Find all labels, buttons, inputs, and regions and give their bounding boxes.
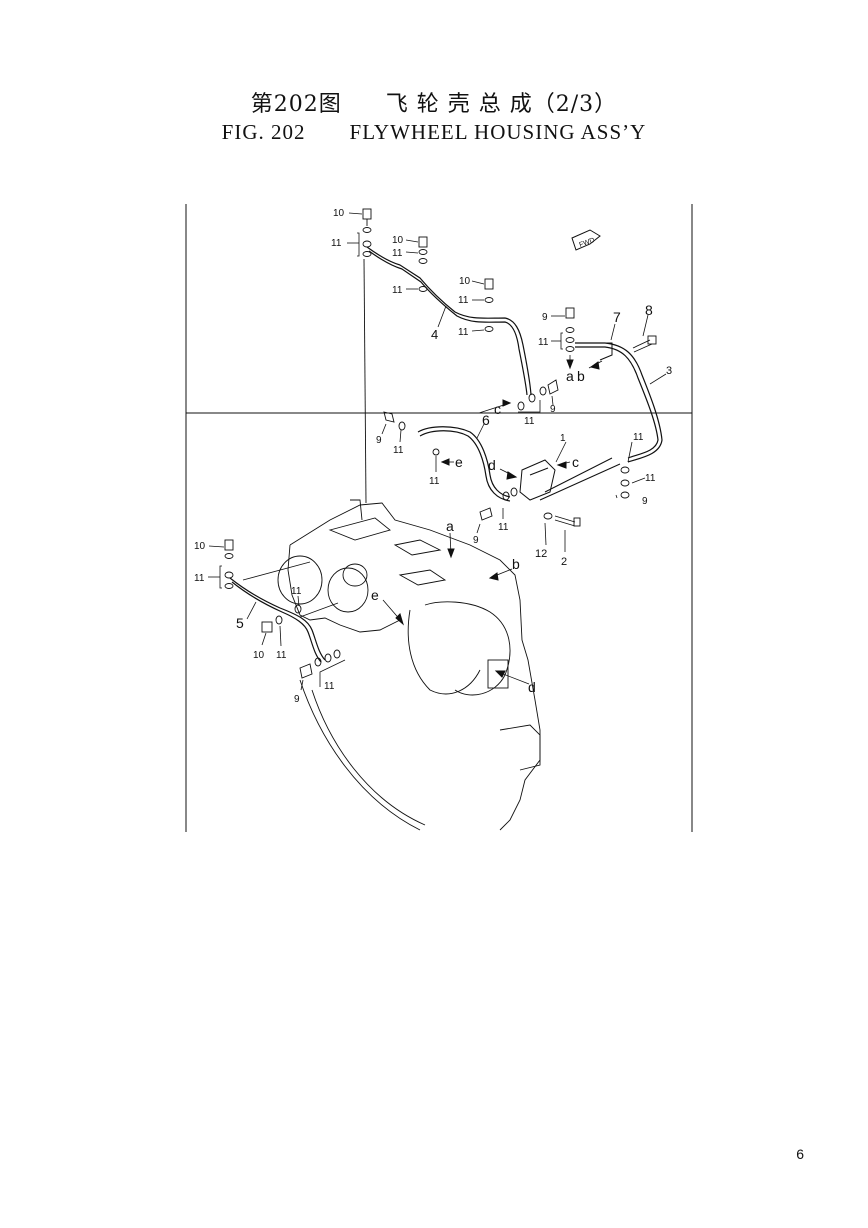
callout-11: 11 xyxy=(429,476,440,487)
callout-2: 2 xyxy=(561,556,567,568)
page-number: 6 xyxy=(796,1146,804,1162)
callout-10: 10 xyxy=(194,541,206,552)
direction-arrows xyxy=(395,359,600,678)
callout-b: b xyxy=(577,368,585,384)
pipe-3 xyxy=(575,342,663,463)
callout-9: 9 xyxy=(550,404,556,415)
callout-10: 10 xyxy=(459,276,471,287)
callout-10: 10 xyxy=(392,235,404,246)
callout-b: b xyxy=(512,556,520,572)
forward-direction-marker: FWD xyxy=(571,229,601,251)
callout-c: c xyxy=(572,454,579,470)
callout-6: 6 xyxy=(482,412,490,428)
callout-c: c xyxy=(494,401,501,417)
callout-11: 11 xyxy=(194,573,205,584)
callout-9: 9 xyxy=(473,535,479,546)
callout-11: 11 xyxy=(524,416,535,427)
callout-11: 11 xyxy=(324,681,335,692)
callout-5: 5 xyxy=(236,615,244,631)
callout-4: 4 xyxy=(431,327,438,342)
callout-d: d xyxy=(528,679,536,695)
callout-labels: 10 11 10 11 11 10 11 11 4 9 11 a b 7 8 3… xyxy=(194,208,672,705)
english-figure-number: FIG. 202 xyxy=(221,120,306,144)
flywheel-housing-drawing xyxy=(277,258,541,831)
callout-1: 1 xyxy=(560,433,566,444)
callout-7: 7 xyxy=(613,309,621,325)
callout-10: 10 xyxy=(253,650,265,661)
callout-a: a xyxy=(566,368,574,384)
callout-9: 9 xyxy=(294,694,300,705)
callout-9: 9 xyxy=(376,435,382,446)
callout-3: 3 xyxy=(666,365,672,377)
callout-10: 10 xyxy=(333,208,345,219)
bolts-and-washers xyxy=(224,208,657,679)
callout-11: 11 xyxy=(331,238,342,249)
callout-9: 9 xyxy=(542,312,548,323)
pipe-5 xyxy=(229,577,326,663)
callout-11: 11 xyxy=(538,337,549,348)
callout-11: 11 xyxy=(645,473,656,484)
callout-a: a xyxy=(446,518,454,534)
callout-9: 9 xyxy=(642,496,648,507)
english-title: FIG. 202 FLYWHEEL HOUSING ASS’Y xyxy=(0,120,868,145)
pipe-4 xyxy=(366,246,532,396)
english-figure-title: FLYWHEEL HOUSING ASS’Y xyxy=(349,120,647,144)
callout-8: 8 xyxy=(645,302,653,318)
callout-11: 11 xyxy=(276,650,287,661)
pipe-6 xyxy=(417,426,511,502)
callout-e: e xyxy=(455,454,463,470)
callout-d: d xyxy=(488,457,496,473)
callout-11: 11 xyxy=(458,295,469,306)
callout-11: 11 xyxy=(498,522,509,533)
callout-11: 11 xyxy=(392,248,403,259)
callout-11: 11 xyxy=(392,285,403,296)
callout-12: 12 xyxy=(535,548,547,560)
callout-e: e xyxy=(371,587,379,603)
callout-11: 11 xyxy=(633,432,644,443)
leader-lines xyxy=(208,212,667,691)
callout-11: 11 xyxy=(393,445,404,456)
chinese-figure-number: 第202图 xyxy=(250,92,342,117)
callout-11: 11 xyxy=(291,586,302,597)
chinese-figure-title: 飞 轮 壳 总 成（2/3） xyxy=(385,92,618,117)
chinese-title: 第202图 飞 轮 壳 总 成（2/3） xyxy=(0,86,868,118)
callout-11: 11 xyxy=(458,327,469,338)
bracket-1 xyxy=(519,342,621,501)
